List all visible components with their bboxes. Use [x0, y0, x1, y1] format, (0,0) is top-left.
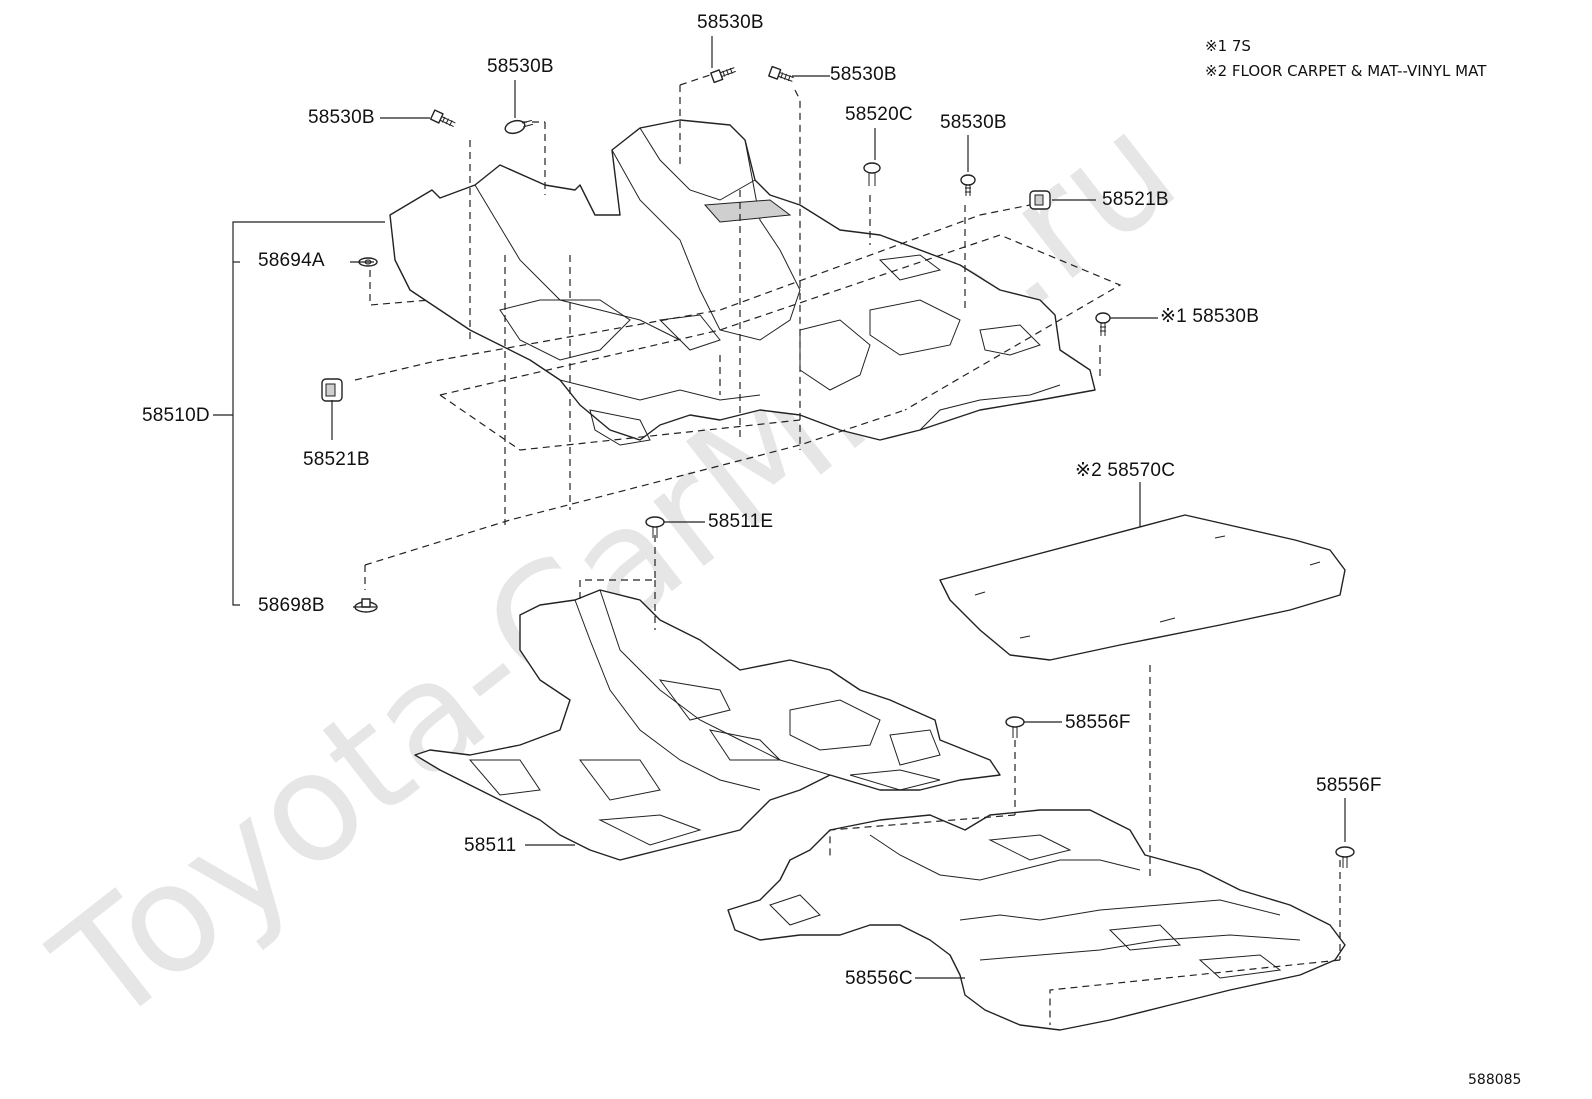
floor-mat-rear	[727, 809, 1346, 1031]
label-58511[interactable]: 58511	[464, 835, 516, 856]
label-58530B-c[interactable]: 58530B	[308, 107, 375, 128]
floor-mat-front	[414, 589, 1001, 861]
grommet-icon	[321, 378, 343, 402]
label-58694A[interactable]: 58694A	[258, 250, 325, 271]
label-58570C[interactable]: ※2 58570C	[1075, 460, 1175, 481]
note-1: ※1 7S	[1205, 37, 1251, 55]
assembly-dash-lines-top	[354, 74, 1122, 590]
bolt-icon	[768, 65, 794, 82]
label-58698B[interactable]: 58698B	[258, 595, 325, 616]
label-58511E[interactable]: 58511E	[708, 511, 773, 532]
notes: ※1 7S ※2 FLOOR CARPET & MAT--VINYL MAT	[1205, 37, 1487, 80]
clip-icon	[1335, 846, 1355, 868]
clip-icon	[1095, 312, 1111, 336]
leader-lines	[213, 36, 1346, 979]
label-58556F-a[interactable]: 58556F	[1065, 712, 1131, 733]
assembly-dash-lines-front	[579, 535, 656, 630]
label-58521B-right[interactable]: 58521B	[1102, 189, 1169, 210]
bolt-icon	[710, 67, 736, 84]
figure-number: 588085	[1468, 1072, 1521, 1088]
label-58530B-a[interactable]: 58530B	[487, 56, 554, 77]
label-58510D[interactable]: 58510D	[142, 405, 210, 426]
label-58521B-left[interactable]: 58521B	[303, 449, 370, 470]
clip-icon	[960, 174, 976, 196]
clip-icon	[1005, 716, 1025, 738]
assembly-dash-lines-rear	[829, 665, 1341, 1025]
cargo-mat	[939, 514, 1346, 661]
grommet-icon	[1029, 190, 1051, 210]
clip-icon	[863, 162, 881, 186]
label-58530B-d[interactable]: 58530B	[940, 112, 1007, 133]
note-2: ※2 FLOOR CARPET & MAT--VINYL MAT	[1205, 62, 1487, 80]
retainer-icon	[354, 598, 378, 613]
bolt-icon	[429, 109, 456, 128]
label-58556F-b[interactable]: 58556F	[1316, 775, 1382, 796]
label-58530B-top[interactable]: 58530B	[697, 12, 764, 33]
label-58556C[interactable]: 58556C	[845, 968, 913, 989]
label-58520C[interactable]: 58520C	[845, 104, 913, 125]
label-58530B-note[interactable]: ※1 58530B	[1160, 306, 1259, 327]
label-58530B-b[interactable]: 58530B	[830, 64, 897, 85]
clip-icon	[504, 119, 534, 135]
part-labels: 58530B 58530B 58530B 58530B 58520C 58530…	[142, 12, 1382, 989]
